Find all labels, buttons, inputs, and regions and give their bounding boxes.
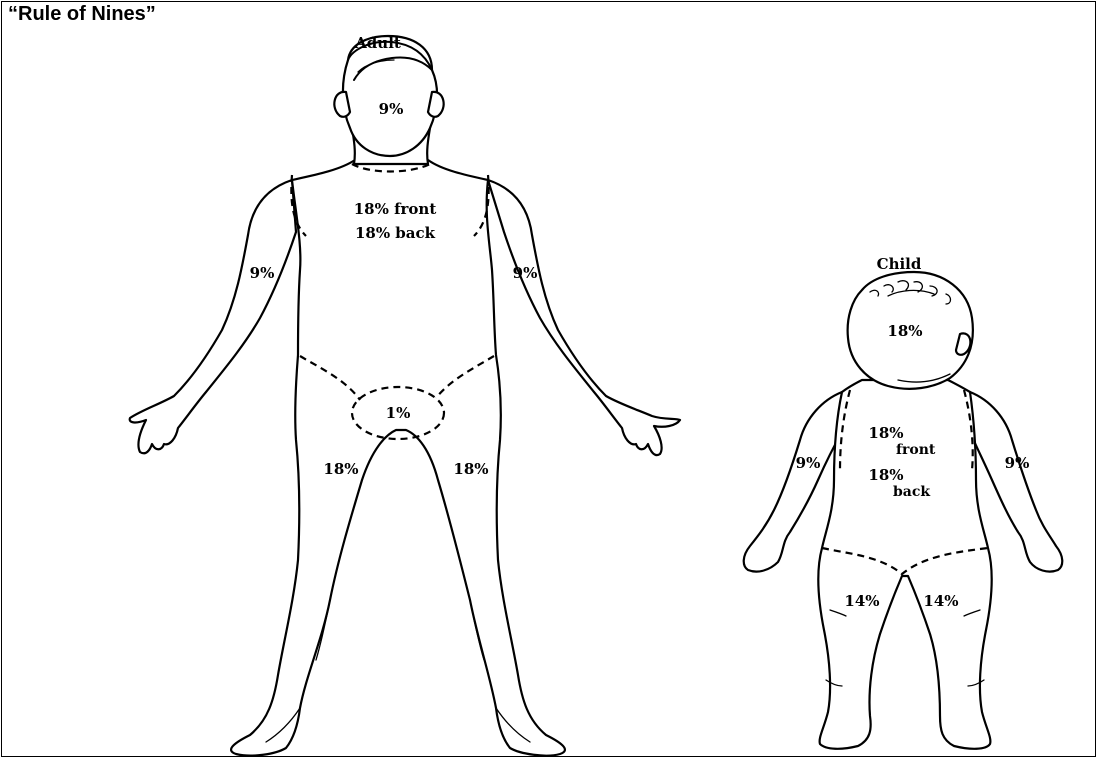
child-trunk-front-value: 18%: [868, 424, 903, 442]
adult-caption: Adult: [354, 34, 401, 52]
child-trunk-back-word: back: [893, 484, 930, 500]
adult-right-arm: [130, 180, 296, 453]
child-body: [818, 380, 991, 749]
adult-ear-left: [428, 92, 444, 117]
adult-figure: Adult 9% 18% front 18% back 9% 9% 1% 18%…: [130, 34, 680, 756]
child-figure: Child 18% 18% front 18% back 9% 9% 14% 1…: [744, 255, 1063, 749]
adult-right-leg-percent: 18%: [323, 460, 358, 478]
child-right-arm-percent: 9%: [796, 454, 821, 472]
adult-ear-right: [334, 92, 350, 117]
child-trunk-back-value: 18%: [868, 466, 903, 484]
adult-trunk-front-percent: 18% front: [354, 200, 437, 218]
child-trunk-front-word: front: [896, 442, 936, 458]
child-right-leg-percent: 14%: [844, 592, 879, 610]
adult-left-leg-percent: 18%: [453, 460, 488, 478]
child-caption: Child: [877, 255, 922, 273]
adult-head-percent: 9%: [379, 100, 404, 118]
adult-left-arm-percent: 9%: [513, 264, 538, 282]
child-left-leg-percent: 14%: [923, 592, 958, 610]
adult-trunk-back-percent: 18% back: [355, 224, 436, 242]
adult-right-arm-percent: 9%: [250, 264, 275, 282]
adult-head: [343, 36, 437, 156]
adult-groin-percent: 1%: [386, 404, 411, 422]
child-left-arm-percent: 9%: [1005, 454, 1030, 472]
adult-left-arm: [488, 180, 680, 455]
child-head-percent: 18%: [887, 322, 922, 340]
